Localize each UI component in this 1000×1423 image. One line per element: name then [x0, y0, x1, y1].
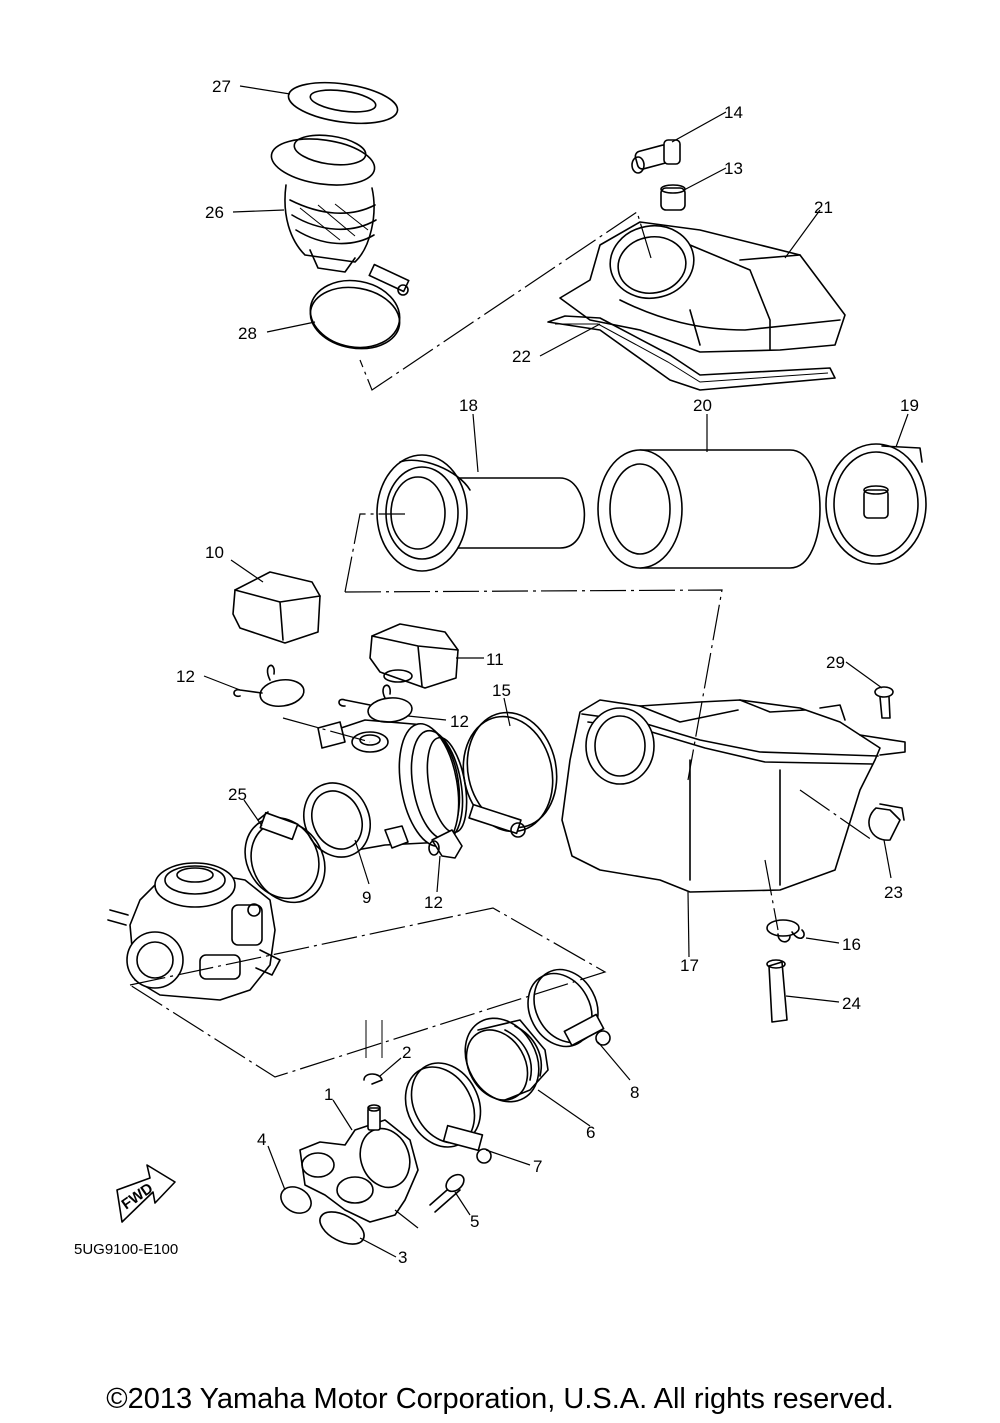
- callout-14: 13: [724, 159, 743, 178]
- carburetor: [107, 862, 281, 1001]
- callout-6: 6: [586, 1123, 595, 1142]
- part-5-bolt: [429, 1173, 465, 1213]
- copyright-notice: ©2013 Yamaha Motor Corporation, U.S.A. A…: [106, 1383, 894, 1415]
- callout-24: 23: [884, 883, 903, 902]
- part-14-grommet: [660, 184, 686, 211]
- part-28-ring: [287, 81, 399, 125]
- callout-12-right: 12: [450, 712, 469, 731]
- callout-9: 9: [362, 888, 371, 907]
- callout-18: 17: [680, 956, 699, 975]
- callout-13: 12: [424, 893, 443, 912]
- callout-26: 25: [228, 785, 247, 804]
- part-15-elbow-fitting: [631, 139, 681, 174]
- part-2-pipe: [365, 1020, 383, 1058]
- callout-4: 4: [257, 1130, 266, 1149]
- callout-8: 8: [630, 1083, 639, 1102]
- part-29-clamp: [309, 263, 410, 350]
- part-13-elbow: [428, 829, 463, 859]
- callout-30: 29: [826, 653, 845, 672]
- part-17-clip: [766, 919, 805, 943]
- callout-16: 15: [492, 681, 511, 700]
- callout-21: 20: [693, 396, 712, 415]
- part-20-end-cap: [825, 443, 927, 565]
- part-7-clamp: [404, 1062, 492, 1164]
- part-19-filter: [376, 454, 586, 572]
- fwd-arrow-icon: FWD: [116, 1164, 176, 1223]
- callout-19: 18: [459, 396, 478, 415]
- callout-23: 22: [512, 347, 531, 366]
- callout-5: 5: [470, 1212, 479, 1231]
- part-21-filter: [597, 449, 821, 569]
- part-4-o-ring: [280, 1186, 312, 1214]
- part-18-case: [561, 699, 906, 893]
- part-1-manifold: [299, 1104, 419, 1223]
- callout-11: 11: [486, 650, 504, 669]
- part-30-rivet: [874, 686, 894, 719]
- connection-lines: [129, 211, 873, 1229]
- callout-7: 7: [533, 1157, 542, 1176]
- part-27-intake-duct: [270, 134, 377, 273]
- part-24-bracket: [868, 803, 905, 841]
- part-23-gasket: [547, 315, 836, 391]
- diagram-code: 5UG9100-E100: [74, 1241, 178, 1258]
- callout-17: 16: [842, 935, 861, 954]
- callout-labels: 27 26 28 14 13 21 22 18 20 19 10 11 12 1…: [176, 77, 919, 1267]
- callout-2: 2: [402, 1043, 411, 1062]
- part-11-cap: [369, 623, 459, 689]
- callout-28: 27: [212, 77, 231, 96]
- part-16-clamp: [462, 711, 558, 838]
- callout-10: 10: [205, 543, 224, 562]
- callout-22: 21: [814, 198, 833, 217]
- leader-lines: [203, 85, 909, 1258]
- callout-12-left: 12: [176, 667, 195, 686]
- part-25-drain-hose: [766, 959, 788, 1023]
- part-8-clamp: [527, 968, 611, 1048]
- part-6-joint: [464, 1017, 549, 1103]
- callout-25: 24: [842, 994, 861, 1013]
- callout-3: 3: [398, 1248, 407, 1267]
- callout-1: 1: [324, 1085, 333, 1104]
- callout-15: 14: [724, 103, 743, 122]
- part-12-clip-left: [233, 664, 305, 708]
- callout-27: 26: [205, 203, 224, 222]
- part-22-cover: [559, 221, 846, 353]
- part-26-clamp: [244, 811, 326, 904]
- part-10-cap: [232, 571, 321, 644]
- callout-29: 28: [238, 324, 257, 343]
- callout-20: 19: [900, 396, 919, 415]
- part-2-clip: [363, 1073, 383, 1085]
- part-12-clip-right: [338, 684, 413, 723]
